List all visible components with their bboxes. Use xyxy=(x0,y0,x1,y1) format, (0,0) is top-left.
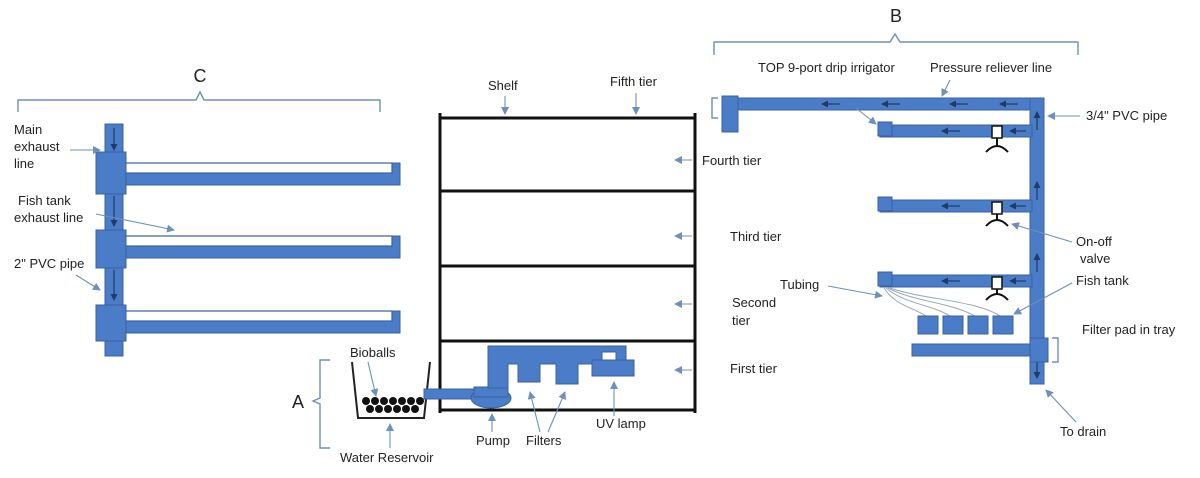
drip-irrigator-leader xyxy=(855,107,877,125)
fish-exhaust-label-1: Fish tank xyxy=(18,193,71,208)
to-drain-label: To drain xyxy=(1060,424,1106,439)
filter-pad-label: Filter pad in tray xyxy=(1082,322,1176,337)
drip-branch-top-cap xyxy=(877,121,893,137)
fish-tank-leader xyxy=(1013,282,1073,315)
section-c-brace xyxy=(17,90,381,112)
drip-irrigator-label: TOP 9-port drip irrigator xyxy=(758,60,895,75)
to-drain-leader xyxy=(1045,389,1077,423)
filter-tray-bracket xyxy=(1052,337,1059,363)
uv-lamp xyxy=(591,359,635,377)
pvc-2in-label: 2" PVC pipe xyxy=(14,256,84,271)
flow-arrows-b xyxy=(821,100,1041,379)
section-a-brace xyxy=(311,359,330,449)
tubing xyxy=(883,287,1001,317)
pump-label: Pump xyxy=(476,433,510,448)
fourth-tier-label: Fourth tier xyxy=(702,153,762,168)
first-tier-label: First tier xyxy=(730,361,778,376)
filters-leader-2 xyxy=(547,391,566,433)
fish-exhaust-label-2: exhaust line xyxy=(14,210,83,225)
section-b: B xyxy=(711,6,1176,439)
section-a-label: A xyxy=(292,392,304,412)
exhaust-junction-bottom xyxy=(95,304,127,342)
section-b-brace xyxy=(713,32,1079,55)
drip-branch-middle-cap xyxy=(877,196,893,212)
fish-tank-1 xyxy=(917,315,939,335)
shelf: Shelf Fifth tier Fourth tier Third tier … xyxy=(438,74,782,413)
exhaust-junction-top xyxy=(95,151,127,195)
second-tier-label-2: tier xyxy=(732,313,751,328)
bioballs-label: Bioballs xyxy=(350,345,396,360)
third-tier-label: Third tier xyxy=(730,229,782,244)
filter-tray-junction xyxy=(1029,337,1049,363)
exhaust-junction-middle xyxy=(95,229,127,269)
section-a: A Bioballs Water Reservoir Pump Filters … xyxy=(292,345,646,465)
main-exhaust-label-3: line xyxy=(14,156,34,171)
fish-tank-3 xyxy=(967,315,989,335)
uv-lamp-label: UV lamp xyxy=(596,416,646,431)
section-b-label: B xyxy=(890,6,902,26)
exhaust-branch-middle-channel xyxy=(123,235,393,247)
tubing-leader xyxy=(827,285,883,299)
water-reservoir-label: Water Reservoir xyxy=(340,450,434,465)
onoff-leader xyxy=(1011,222,1073,243)
onoff-valve-top xyxy=(985,125,1009,153)
second-tier-label-1: Second xyxy=(732,295,776,310)
pvc-2in-leader xyxy=(75,274,101,291)
main-exhaust-label-2: exhaust xyxy=(14,139,60,154)
pvc-34in-pipe xyxy=(1029,97,1045,385)
tubing-label: Tubing xyxy=(780,277,819,292)
section-c-label: C xyxy=(194,66,207,86)
fish-tank-label: Fish tank xyxy=(1076,273,1129,288)
filters-label: Filters xyxy=(526,433,562,448)
onoff-valve-bottom xyxy=(985,276,1009,301)
onoff-label-2: valve xyxy=(1080,251,1110,266)
fish-tank-2 xyxy=(942,315,964,335)
onoff-label-1: On-off xyxy=(1076,234,1112,249)
onoff-valve-middle xyxy=(985,201,1009,227)
pvc-34in-label: 3/4" PVC pipe xyxy=(1086,108,1167,123)
fish-exhaust-leader xyxy=(95,213,175,233)
pressure-reliever-leader xyxy=(941,79,951,97)
fish-tank-4 xyxy=(992,315,1014,335)
filter-tray xyxy=(911,343,1035,357)
shelf-label: Shelf xyxy=(488,78,518,93)
fifth-tier-label: Fifth tier xyxy=(610,74,658,89)
drip-branch-bottom-cap xyxy=(877,271,893,287)
exhaust-branch-bottom-channel xyxy=(123,310,393,322)
bioballs xyxy=(362,397,424,413)
main-exhaust-label-1: Main xyxy=(14,122,42,137)
pressure-reliever-cap xyxy=(721,95,739,133)
pressure-reliever-bracket xyxy=(711,97,718,119)
pressure-reliever-label: Pressure reliever line xyxy=(930,60,1052,75)
bioballs-leader xyxy=(367,361,379,397)
filters-leader-1 xyxy=(527,391,541,433)
section-c: C Main exhaust line Fish tank exhaust li… xyxy=(14,66,401,357)
exhaust-branch-top-channel xyxy=(123,162,393,174)
